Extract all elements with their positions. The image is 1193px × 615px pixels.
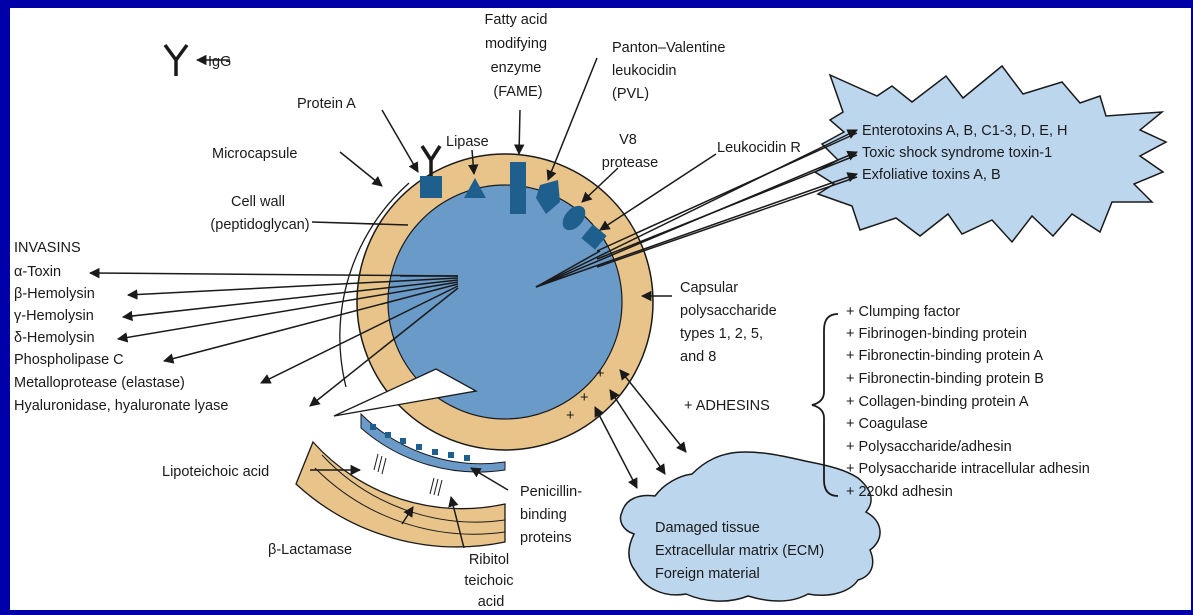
microcapsule-label: Microcapsule [212,146,297,162]
adhesin-item: + Fibronectin-binding protein A [846,348,1043,364]
invasins-list: INVASINS α-Toxin β-Hemolysin γ-Hemolysin… [14,240,228,414]
figure-panel: + + + [10,8,1191,610]
invasin-item: α-Toxin [14,264,61,280]
pvl-label: Panton–Valentine leukocidin (PVL) [612,40,729,102]
invasin-item: Phospholipase C [14,352,124,368]
invasin-item: δ-Hemolysin [14,330,95,346]
svg-text:+: + [580,390,588,406]
igg-icon [165,45,187,76]
fame-shape [510,162,526,214]
adhesin-item: + Collagen-binding protein A [846,394,1029,410]
cell-wall-label: Cell wall (peptidoglycan) [210,194,309,233]
toxin-item: Toxic shock syndrome toxin-1 [862,145,1052,161]
toxin-item: Enterotoxins A, B, C1-3, D, E, H [862,123,1068,139]
lipase-label: Lipase [446,134,489,150]
fame-label: Fatty acid modifying enzyme (FAME) [485,12,552,100]
invasin-item: Metalloprotease (elastase) [14,375,185,391]
pbp-label: Penicillin- binding proteins [520,484,586,546]
tissue-item: Extracellular matrix (ECM) [655,543,824,559]
adhesin-item: + Coagulase [846,416,928,432]
invasin-item: Hyaluronidase, hyaluronate lyase [14,398,228,414]
v8-protease-label: V8 protease [602,132,658,171]
capsular-label: Capsular polysaccharide types 1, 2, 5, a… [680,280,781,365]
invasin-item: γ-Hemolysin [14,308,94,324]
invasin-item: β-Hemolysin [14,286,95,302]
adhesin-item: + Clumping factor [846,304,960,320]
invasins-title: INVASINS [14,240,81,256]
svg-text:+: + [596,366,604,382]
lipoteichoic-label: Lipoteichoic acid [162,464,269,480]
adhesin-item: + Polysaccharide intracellular adhesin [846,461,1090,477]
igg-label: IgG [208,54,231,70]
virulence-diagram: + + + [10,8,1191,610]
protein-a-label: Protein A [297,96,356,112]
adhesins-title: + ADHESINS [684,398,770,414]
adhesin-item: + Fibrinogen-binding protein [846,326,1027,342]
tissue-item: Foreign material [655,566,760,582]
adhesins-list: + Clumping factor + Fibrinogen-binding p… [846,304,1090,500]
protein-a-shape [420,176,442,198]
leukocidin-r-label: Leukocidin R [717,140,801,156]
ribitol-label: Ribitol teichoic acid [464,552,517,610]
svg-text:+: + [566,408,574,424]
adhesin-item: + Polysaccharide/adhesin [846,439,1012,455]
tissue-item: Damaged tissue [655,520,760,536]
lactamase-label: β-Lactamase [268,542,352,558]
adhesin-item: + 220kd adhesin [846,484,953,500]
adhesin-item: + Fibronectin-binding protein B [846,371,1044,387]
toxin-item: Exfoliative toxins A, B [862,167,1001,183]
